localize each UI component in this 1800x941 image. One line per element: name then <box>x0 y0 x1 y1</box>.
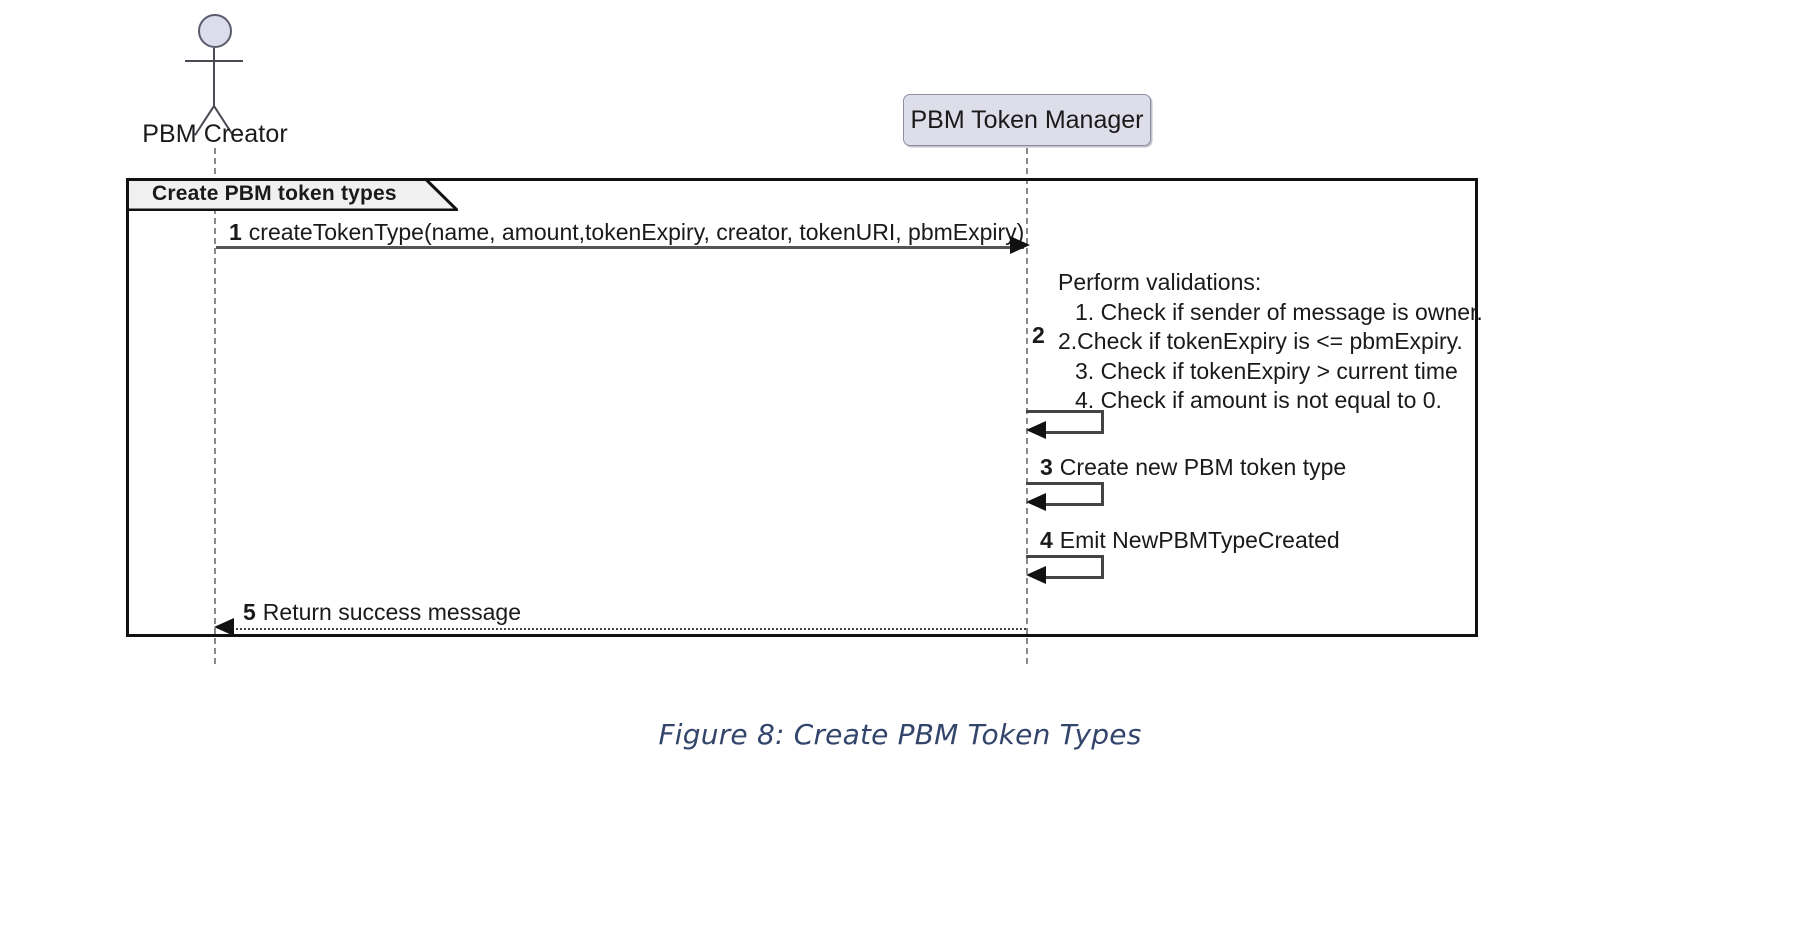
fragment-box <box>126 178 1478 637</box>
message-3-seq: 3 <box>1040 454 1053 480</box>
actor-label: PBM Creator <box>142 120 288 148</box>
message-1-text: createTokenType(name, amount,tokenExpiry… <box>248 219 1025 245</box>
actor-body-icon <box>213 48 216 108</box>
message-5-arrowhead <box>214 618 234 636</box>
validation-item-2: 2.Check if tokenExpiry is <= pbmExpiry. <box>1058 328 1463 354</box>
actor-arms-icon <box>185 60 243 63</box>
validation-heading: Perform validations: <box>1058 269 1262 295</box>
validation-item-1: 1. Check if sender of message is owner. <box>1075 298 1483 325</box>
validation-item-3: 3. Check if tokenExpiry > current time <box>1075 357 1458 384</box>
lifeline-pbm-token-manager <box>1026 148 1028 664</box>
fragment-title: Create PBM token types <box>152 182 397 205</box>
lifeline-pbm-creator <box>214 148 216 664</box>
message-1-seq: 1 <box>229 219 242 245</box>
participant-label: PBM Token Manager <box>910 105 1144 134</box>
message-4-seq: 4 <box>1040 527 1053 553</box>
message-1-arrowhead <box>1010 236 1030 254</box>
validation-item-4: 4. Check if amount is not equal to 0. <box>1075 387 1442 413</box>
message-5-text: Return success message <box>262 599 522 625</box>
participant-pbm-token-manager: PBM Token Manager <box>903 94 1151 146</box>
message-3-text: Create new PBM token type <box>1059 454 1347 480</box>
actor-head-icon <box>198 14 232 48</box>
message-2-text-block: Perform validations: 1. Check if sender … <box>1058 268 1483 416</box>
message-5-return-line <box>228 628 1026 630</box>
figure-caption: Figure 8: Create PBM Token Types <box>658 718 1142 751</box>
message-2-seq: 2 <box>1032 322 1045 348</box>
message-4-text: Emit NewPBMTypeCreated <box>1059 527 1340 553</box>
fragment-tab-shape <box>126 178 458 211</box>
message-5-seq: 5 <box>243 599 256 625</box>
message-1-arrow-line <box>216 246 1024 249</box>
